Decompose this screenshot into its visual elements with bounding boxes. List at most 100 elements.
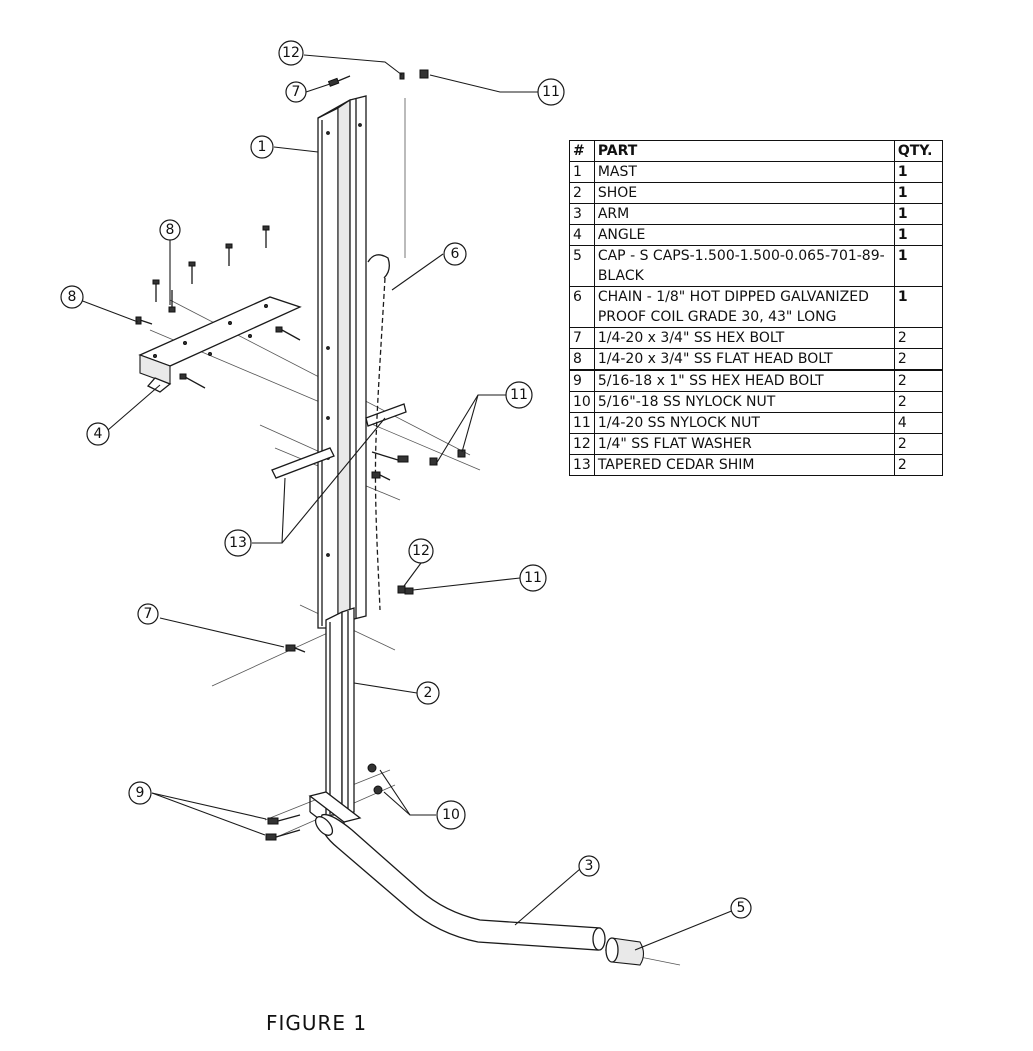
balloon-8-left: 8	[60, 285, 84, 309]
svg-text:3: 3	[585, 858, 594, 874]
row-number: 8	[569, 348, 595, 371]
row-qty: 4	[893, 412, 943, 434]
row-number: 1	[569, 161, 595, 183]
row-number: 12	[569, 433, 595, 455]
row-part: 5/16-18 x 1" SS HEX HEAD BOLT	[593, 369, 895, 392]
balloon-10: 10	[436, 800, 466, 830]
balloon-7-top: 7	[285, 81, 307, 103]
angle	[138, 296, 302, 393]
svg-text:12: 12	[282, 45, 300, 61]
row-qty: 2	[893, 391, 943, 413]
balloon-7-lower: 7	[137, 603, 159, 625]
row-number: 9	[569, 369, 595, 392]
balloon-2: 2	[416, 681, 440, 705]
row-number: 2	[569, 182, 595, 204]
balloon-3: 3	[578, 855, 600, 877]
angle-bolts	[135, 225, 301, 389]
balloon-12-top: 12	[278, 40, 304, 66]
column-header-qty: QTY.	[893, 140, 943, 162]
row-part: 5/16"-18 SS NYLOCK NUT	[593, 391, 895, 413]
balloon-1: 1	[250, 135, 274, 159]
row-part: 1/4-20 SS NYLOCK NUT	[593, 412, 895, 434]
svg-text:7: 7	[144, 606, 153, 622]
row-number: 6	[569, 286, 595, 328]
row-qty: 1	[893, 286, 943, 328]
row-part: ANGLE	[593, 224, 895, 246]
column-header-number: #	[569, 140, 595, 162]
row-part: ARM	[593, 203, 895, 225]
row-part: CHAIN - 1/8" HOT DIPPED GALVANIZED PROOF…	[593, 286, 895, 328]
svg-text:10: 10	[442, 807, 460, 823]
balloon-12-middle: 12	[408, 538, 434, 564]
row-part: 1/4-20 x 3/4" SS HEX BOLT	[593, 327, 895, 349]
row-number: 5	[569, 245, 595, 287]
svg-text:11: 11	[510, 387, 528, 403]
balloon-11-top: 11	[537, 78, 565, 106]
row-part: SHOE	[593, 182, 895, 204]
svg-text:11: 11	[524, 570, 542, 586]
row-number: 10	[569, 391, 595, 413]
row-part: 1/4" SS FLAT WASHER	[593, 433, 895, 455]
balloon-11-lower: 11	[519, 564, 547, 592]
shims	[271, 403, 407, 479]
hardware	[265, 69, 466, 841]
row-number: 4	[569, 224, 595, 246]
balloon-9: 9	[128, 781, 152, 805]
balloon-5: 5	[730, 897, 752, 919]
mast	[317, 95, 367, 630]
balloon-6: 6	[443, 242, 467, 266]
svg-text:6: 6	[451, 246, 460, 262]
row-qty: 1	[893, 161, 943, 183]
balloon-11-middle: 11	[505, 381, 533, 409]
row-number: 13	[569, 454, 595, 476]
cap	[605, 937, 645, 966]
svg-text:12: 12	[412, 543, 430, 559]
balloon-4: 4	[86, 422, 110, 446]
shoe	[308, 607, 362, 839]
leader-lines	[79, 54, 735, 951]
row-qty: 2	[893, 369, 943, 392]
svg-text:8: 8	[166, 222, 175, 238]
svg-text:13: 13	[229, 535, 247, 551]
row-qty: 2	[893, 454, 943, 476]
arm	[314, 813, 606, 951]
table-header-row: # PART QTY.	[569, 140, 943, 162]
svg-text:2: 2	[424, 685, 433, 701]
balloon-8-upper: 8	[159, 219, 181, 241]
row-part: CAP - S CAPS-1.500-1.500-0.065-701-89-BL…	[593, 245, 895, 287]
svg-text:8: 8	[68, 289, 77, 305]
svg-text:7: 7	[292, 84, 301, 100]
row-number: 11	[569, 412, 595, 434]
figure-label: FIGURE 1	[266, 1011, 367, 1035]
row-qty: 2	[893, 327, 943, 349]
row-qty: 1	[893, 224, 943, 246]
svg-text:9: 9	[136, 785, 145, 801]
svg-text:4: 4	[94, 426, 103, 442]
row-part: MAST	[593, 161, 895, 183]
row-qty: 1	[893, 203, 943, 225]
svg-text:11: 11	[542, 84, 560, 100]
row-part: 1/4-20 x 3/4" SS FLAT HEAD BOLT	[593, 348, 895, 371]
balloon-13: 13	[224, 529, 252, 557]
row-number: 7	[569, 327, 595, 349]
row-qty: 2	[893, 348, 943, 371]
svg-text:5: 5	[737, 900, 746, 916]
column-header-part: PART	[593, 140, 895, 162]
row-qty: 1	[893, 182, 943, 204]
row-qty: 1	[893, 245, 943, 287]
chain	[367, 72, 405, 611]
